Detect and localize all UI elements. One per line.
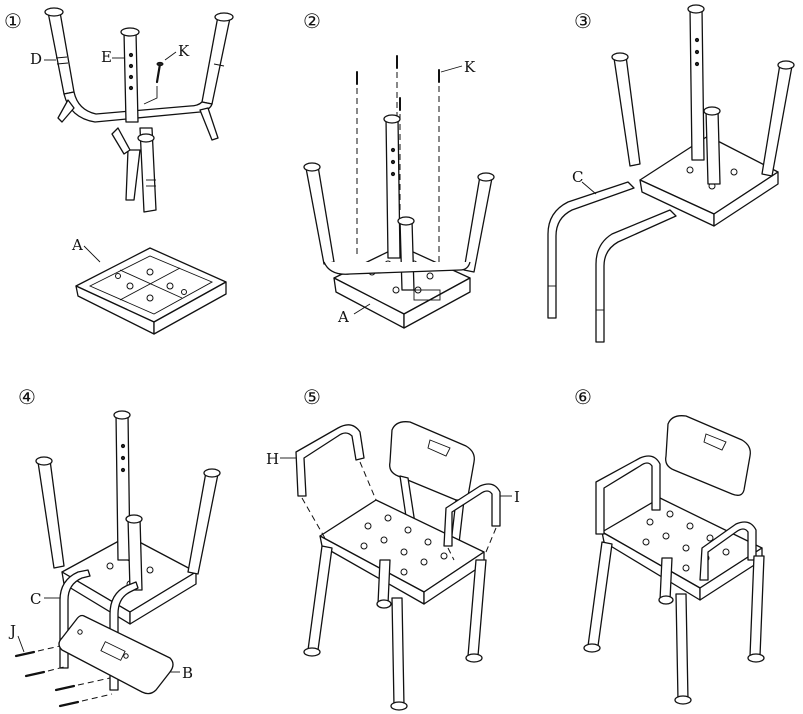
step-1-label-d: D — [30, 50, 42, 68]
step-3-seat-and-legs — [612, 5, 794, 226]
step-6-seat — [602, 498, 762, 600]
step-5-label-h: H — [266, 450, 279, 468]
step-4-panel: ④ — [8, 385, 220, 706]
step-6-number: ⑥ — [574, 385, 592, 409]
step-3-back-tubes-c — [548, 182, 676, 342]
step-3-number: ③ — [574, 9, 592, 33]
leader-j — [18, 636, 24, 652]
step-3-panel: ③ C — [548, 5, 794, 342]
step-5-label-i: I — [514, 488, 520, 506]
leader-k2 — [441, 66, 462, 72]
step-1-label-k: K — [178, 42, 190, 60]
step-2-panel: ② — [303, 9, 494, 328]
step-4-label-c: C — [30, 590, 41, 608]
step-5-panel: ⑤ — [266, 385, 520, 710]
step-2-label-a: A — [337, 308, 349, 326]
step-1-panel: ① — [4, 8, 233, 334]
step-1-leg-frame — [45, 8, 233, 212]
leader-k1 — [165, 52, 176, 60]
step-1-number: ① — [4, 9, 22, 33]
step-3-label-c: C — [572, 168, 583, 186]
step-6-panel: ⑥ — [574, 385, 764, 704]
step-2-label-k: K — [464, 58, 476, 76]
step-2-legs — [304, 115, 494, 290]
step-2-number: ② — [303, 9, 321, 33]
step-1-label-e: E — [101, 48, 112, 66]
step-4-label-j: J — [8, 622, 16, 640]
step-4-label-b: B — [182, 664, 193, 682]
step-5-number: ⑤ — [303, 385, 321, 409]
leader-a1 — [84, 246, 100, 262]
step-1-leg-e — [121, 28, 139, 122]
leader-c3 — [582, 182, 596, 194]
step-4-number: ④ — [18, 385, 36, 409]
step-1-label-a: A — [71, 236, 83, 254]
step-1-screw-k — [144, 62, 163, 104]
step-6-backrest — [666, 416, 751, 496]
